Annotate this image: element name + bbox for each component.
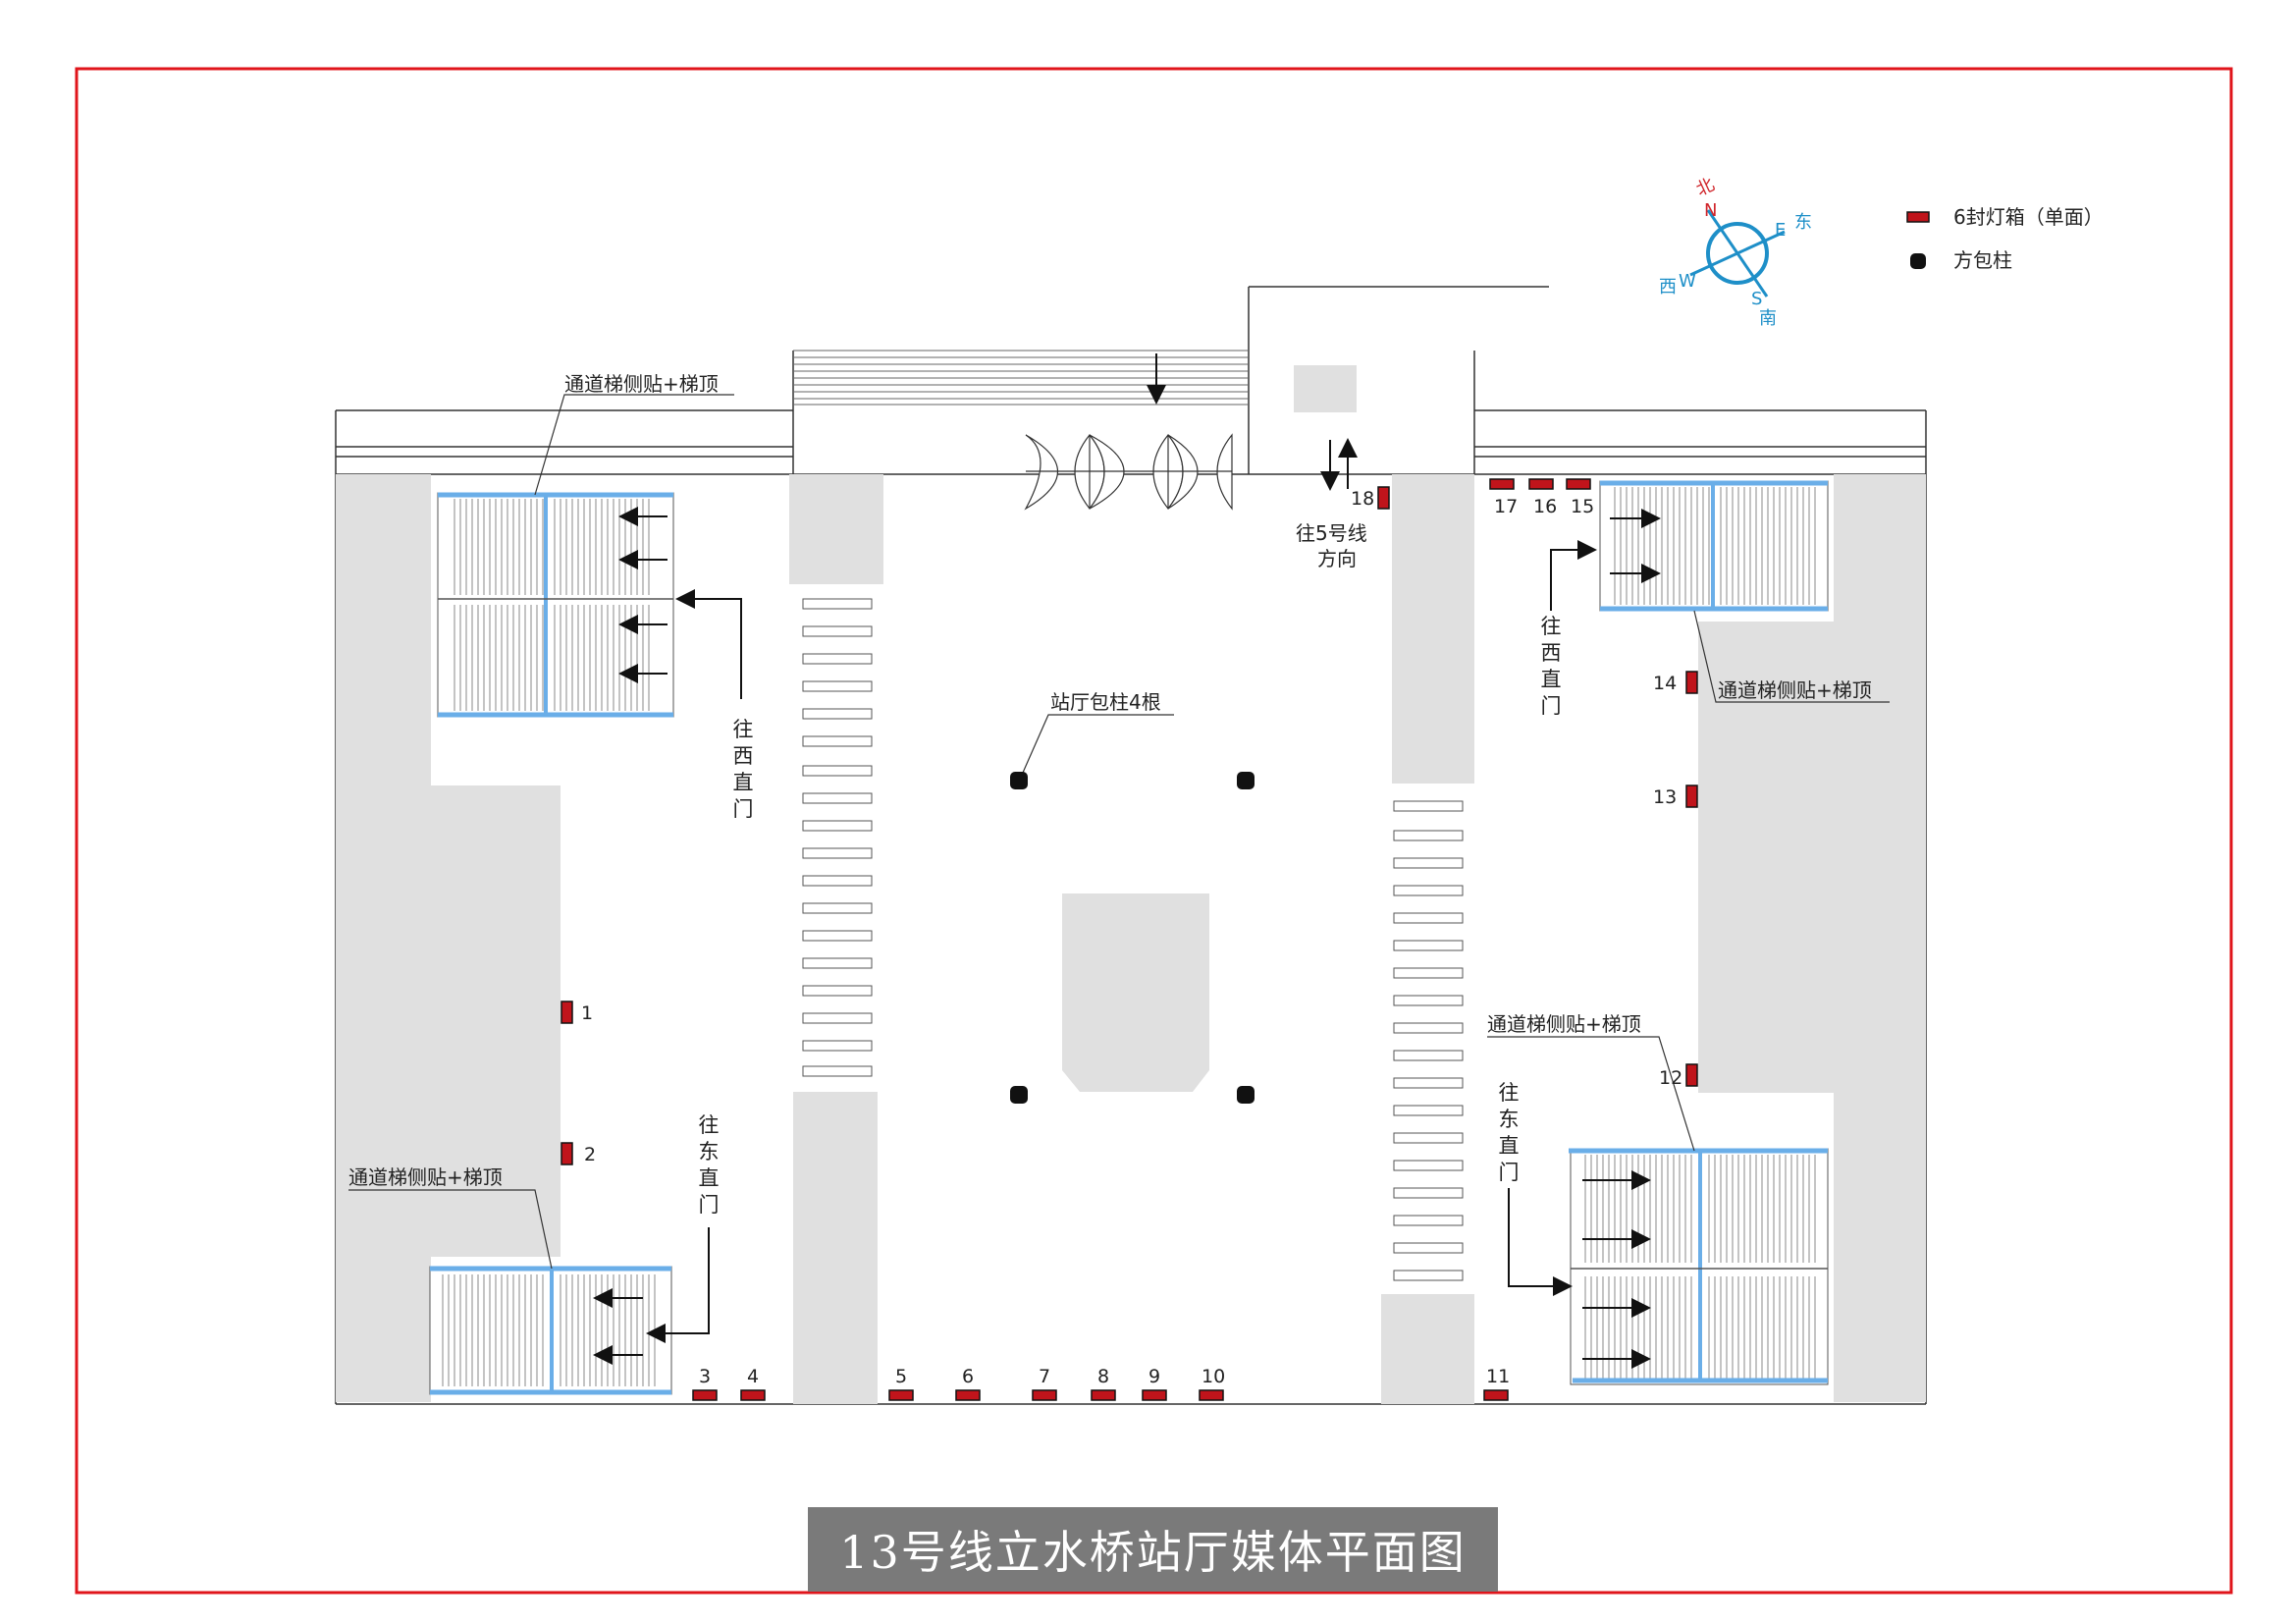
label-xizhimen-right-1: 往 — [1541, 615, 1562, 638]
top-kiosk — [1294, 365, 1357, 412]
label-escalator-se: 通道梯侧贴+梯顶 — [1487, 1012, 1641, 1036]
arrow-to-dongzhimen-right — [1508, 1188, 1573, 1296]
lightbox-3[interactable] — [692, 1389, 718, 1401]
lightbox-label-7: 7 — [1039, 1366, 1050, 1387]
column-1 — [1010, 772, 1028, 789]
page-border — [75, 67, 2233, 1595]
ticket-gates — [1024, 433, 1233, 511]
label-xizhimen-left-2: 西 — [733, 744, 754, 768]
compass: 北 N E 东 S 南 西 W — [1659, 175, 1812, 329]
compass-south: S — [1751, 289, 1762, 309]
label-xizhimen-left-1: 往 — [733, 718, 754, 741]
lightbox-8[interactable] — [1091, 1389, 1116, 1401]
crossing-left — [802, 598, 873, 1077]
lightbox-label-6: 6 — [962, 1366, 974, 1387]
lightbox-label-8: 8 — [1097, 1366, 1109, 1387]
page-title: 13号线立水桥站厅媒体平面图 — [808, 1507, 1498, 1592]
top-staircase — [793, 350, 1249, 406]
compass-east-cn: 东 — [1794, 212, 1812, 233]
lightbox-9[interactable] — [1142, 1389, 1167, 1401]
lightbox-label-18: 18 — [1351, 488, 1374, 510]
lightbox-label-2: 2 — [584, 1144, 596, 1165]
compass-west-cn: 西 — [1659, 277, 1677, 298]
label-dongzhimen-left-2: 东 — [699, 1140, 720, 1164]
lightbox-label-1: 1 — [581, 1002, 593, 1024]
escalator-nw[interactable] — [437, 492, 674, 718]
label-dongzhimen-right-4: 门 — [1499, 1161, 1520, 1184]
label-columns-note: 站厅包柱4根 — [1050, 690, 1161, 714]
lightbox-5[interactable] — [888, 1389, 914, 1401]
lightbox-7[interactable] — [1032, 1389, 1057, 1401]
lightbox-10[interactable] — [1199, 1389, 1224, 1401]
lightbox-1[interactable] — [561, 1001, 573, 1024]
legend-lightbox-label: 6封灯箱（单面） — [1953, 205, 2104, 229]
lightbox-label-16: 16 — [1533, 496, 1557, 517]
lightbox-label-10: 10 — [1201, 1366, 1225, 1387]
lightbox-icon — [1906, 211, 1930, 223]
label-dongzhimen-right-3: 直 — [1499, 1134, 1520, 1158]
arrow-to-xizhimen-left — [675, 589, 742, 699]
label-xizhimen-left-4: 门 — [733, 797, 754, 821]
label-xizhimen-right-3: 直 — [1541, 668, 1562, 691]
escalator-ne[interactable] — [1599, 480, 1829, 612]
lightbox-12[interactable] — [1685, 1063, 1698, 1087]
escalator-se[interactable] — [1569, 1148, 1829, 1385]
lightbox-label-11: 11 — [1486, 1366, 1510, 1387]
column-4 — [1237, 1086, 1255, 1104]
lightbox-11[interactable] — [1483, 1389, 1509, 1401]
lightbox-14[interactable] — [1685, 671, 1698, 694]
label-escalator-nw: 通道梯侧贴+梯顶 — [564, 372, 719, 396]
legend-column-label: 方包柱 — [1953, 248, 2012, 272]
lightbox-17[interactable] — [1489, 478, 1515, 490]
label-escalator-ne: 通道梯侧贴+梯顶 — [1718, 678, 1872, 702]
label-dongzhimen-right-2: 东 — [1499, 1108, 1520, 1131]
label-dongzhimen-left-4: 门 — [699, 1193, 720, 1217]
legend: 6封灯箱（单面） 方包柱 — [1906, 205, 2104, 272]
compass-north: N — [1704, 200, 1717, 221]
lightbox-label-9: 9 — [1148, 1366, 1160, 1387]
lightbox-label-13: 13 — [1653, 786, 1677, 808]
label-xizhimen-right-4: 门 — [1541, 694, 1562, 718]
label-line5-2: 方向 — [1317, 547, 1357, 570]
label-dongzhimen-left-3: 直 — [699, 1166, 720, 1190]
lightbox-4[interactable] — [740, 1389, 766, 1401]
lightbox-15[interactable] — [1566, 478, 1591, 490]
lightbox-label-4: 4 — [747, 1366, 759, 1387]
lightbox-label-14: 14 — [1653, 673, 1677, 694]
label-dongzhimen-right-1: 往 — [1499, 1081, 1520, 1105]
lightbox-label-3: 3 — [699, 1366, 711, 1387]
label-xizhimen-left-3: 直 — [733, 771, 754, 794]
crossing-right — [1393, 800, 1464, 1281]
lightbox-2[interactable] — [561, 1142, 573, 1165]
compass-south-cn: 南 — [1759, 308, 1777, 329]
compass-east: E — [1775, 220, 1786, 241]
compass-icon — [1706, 222, 1769, 285]
leader-lines — [348, 394, 1890, 1270]
square-column-icon — [1910, 253, 1926, 269]
arrow-to-dongzhimen-left — [646, 1227, 710, 1343]
lightbox-label-15: 15 — [1571, 496, 1594, 517]
lightbox-6[interactable] — [955, 1389, 981, 1401]
label-xizhimen-right-2: 西 — [1541, 641, 1562, 665]
column-3 — [1010, 1086, 1028, 1104]
label-line5-1: 往5号线 — [1296, 521, 1367, 545]
lightbox-label-12: 12 — [1659, 1067, 1682, 1089]
lightboxes — [561, 478, 1698, 1401]
wall-extras — [336, 474, 1834, 1093]
label-dongzhimen-left-1: 往 — [699, 1113, 720, 1137]
arrow-to-xizhimen-right — [1550, 540, 1597, 611]
label-escalator-sw: 通道梯侧贴+梯顶 — [348, 1165, 503, 1189]
lightbox-label-5: 5 — [895, 1366, 907, 1387]
lightbox-label-17: 17 — [1494, 496, 1518, 517]
lightbox-13[interactable] — [1685, 785, 1698, 808]
square-columns — [1010, 772, 1255, 1104]
escalator-sw[interactable] — [429, 1266, 672, 1395]
lightbox-18[interactable] — [1377, 486, 1390, 510]
compass-west: W — [1679, 271, 1696, 292]
lightbox-16[interactable] — [1528, 478, 1554, 490]
compass-north-cn: 北 — [1693, 175, 1718, 201]
column-2 — [1237, 772, 1255, 789]
